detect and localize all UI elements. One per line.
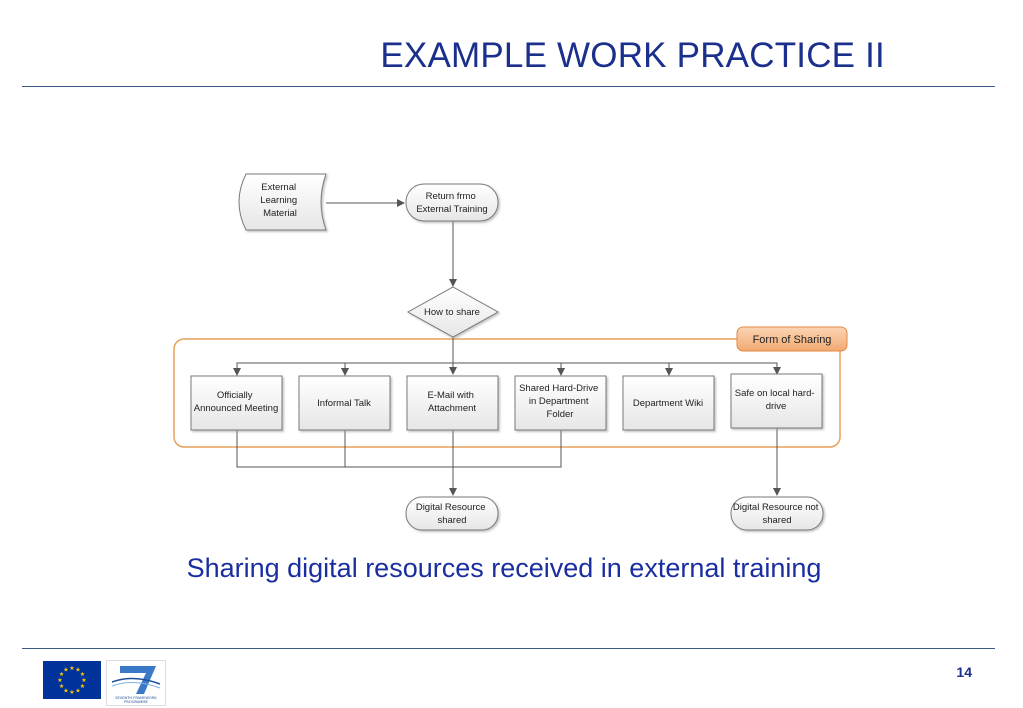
connector-branch-bar [236,362,778,374]
option-email-with-attachment: E-Mail with Attachment [406,375,499,431]
option-officially-announced-meeting: Officially Announced Meeting [190,375,283,431]
option-informal-talk: Informal Talk [298,375,391,431]
option-6-line-1: Safe on local hard- [735,388,815,399]
option-3-line-2: Attachment [428,403,476,414]
svg-text:Return frmo External Tra: Return frmo External Training [416,191,487,215]
eu-star-icon: ★ [81,677,86,684]
title-divider [22,86,995,87]
svg-text:Officially Announced Mee: Officially Announced Meeting [194,390,279,414]
option-safe-on-local-hard-drive: Safe on local hard- drive [730,373,823,429]
fp7-logo: SEVENTH FRAMEWORK PROGRAMME [106,660,166,706]
slide-caption: Sharing digital resources received in ex… [186,553,822,583]
svg-text:Informal Talk: Informal Talk [317,398,371,409]
svg-text:Shared Hard-Drive in Dep: Shared Hard-Drive in Department Folder [519,383,601,420]
svg-text:Digital Resource shared: Digital Resource shared [416,502,488,526]
option-5-line-1: Department Wiki [633,398,703,409]
option-6-line-2: drive [766,401,787,412]
node-external-material-line-3: Material [263,208,297,219]
eu-flag-logo: ★★★★★★★★★★★★ [43,661,101,699]
eu-star-icon: ★ [69,665,74,672]
node-return-training: Return frmo External Training [405,183,499,222]
eu-star-icon: ★ [69,689,74,696]
option-3-line-1: E-Mail with [427,390,473,401]
node-not-shared-line-1: Digital Resource not [733,502,819,513]
eu-star-icon: ★ [80,671,85,678]
node-return-training-line-1: Return frmo [426,191,476,202]
footer-divider [22,648,995,649]
eu-star-icon: ★ [75,667,80,674]
node-digital-resource-shared: Digital Resource shared [405,496,499,531]
svg-text:Digital Resource not sha: Digital Resource not shared [733,502,821,526]
node-shared-line-2: shared [437,515,466,526]
eu-star-icon: ★ [80,683,85,690]
connectors [233,199,781,496]
node-external-material-line-2: Learning [260,195,297,206]
svg-text:External Learning: External Learning Material [260,182,300,219]
svg-text:How to share: How to share [424,307,480,318]
eu-star-icon: ★ [75,687,80,694]
node-digital-resource-not-shared: Digital Resource not shared [730,496,824,531]
option-4-line-3: Folder [547,409,574,420]
svg-text:Department Wiki: Department Wiki [633,398,703,409]
option-1-line-2: Announced Meeting [194,403,279,414]
option-department-wiki: Department Wiki [622,375,715,431]
fp7-logo-text-line-1: SEVENTH FRAMEWORK [115,696,157,700]
option-4-line-1: Shared Hard-Drive [519,383,598,394]
sharing-group-frame [173,338,841,448]
fp7-logo-text-line-2: PROGRAMME [124,700,148,704]
svg-text:Form of Sharing: Form of Sharing [753,334,832,346]
group-label-tag: Form of Sharing [736,326,848,352]
option-4-line-2: in Department [529,396,589,407]
group-label-text: Form of Sharing [753,334,832,346]
eu-star-icon: ★ [57,677,62,684]
eu-star-icon: ★ [59,683,64,690]
svg-text:E-Mail with Attachment: E-Mail with Attachment [427,390,476,414]
node-return-training-line-2: External Training [416,204,487,215]
node-shared-line-1: Digital Resource [416,502,486,513]
eu-star-icon: ★ [63,687,68,694]
eu-star-icon: ★ [63,667,68,674]
eu-star-icon: ★ [59,671,64,678]
node-decision: How to share [406,286,500,338]
connector-merge-bar [236,430,562,468]
slide-title: EXAMPLE WORK PRACTICE II [380,36,885,75]
option-2-line-1: Informal Talk [317,398,371,409]
page-number: 14 [956,664,972,680]
node-external-material: External Learning Material [238,173,327,231]
node-decision-label: How to share [424,307,480,318]
svg-text:Safe on local hard- driv: Safe on local hard- drive [735,388,817,412]
option-shared-hard-drive: Shared Hard-Drive in Department Folder [514,375,607,431]
node-external-material-line-1: External [261,182,296,193]
node-not-shared-line-2: shared [762,515,791,526]
option-1-line-1: Officially [217,390,253,401]
